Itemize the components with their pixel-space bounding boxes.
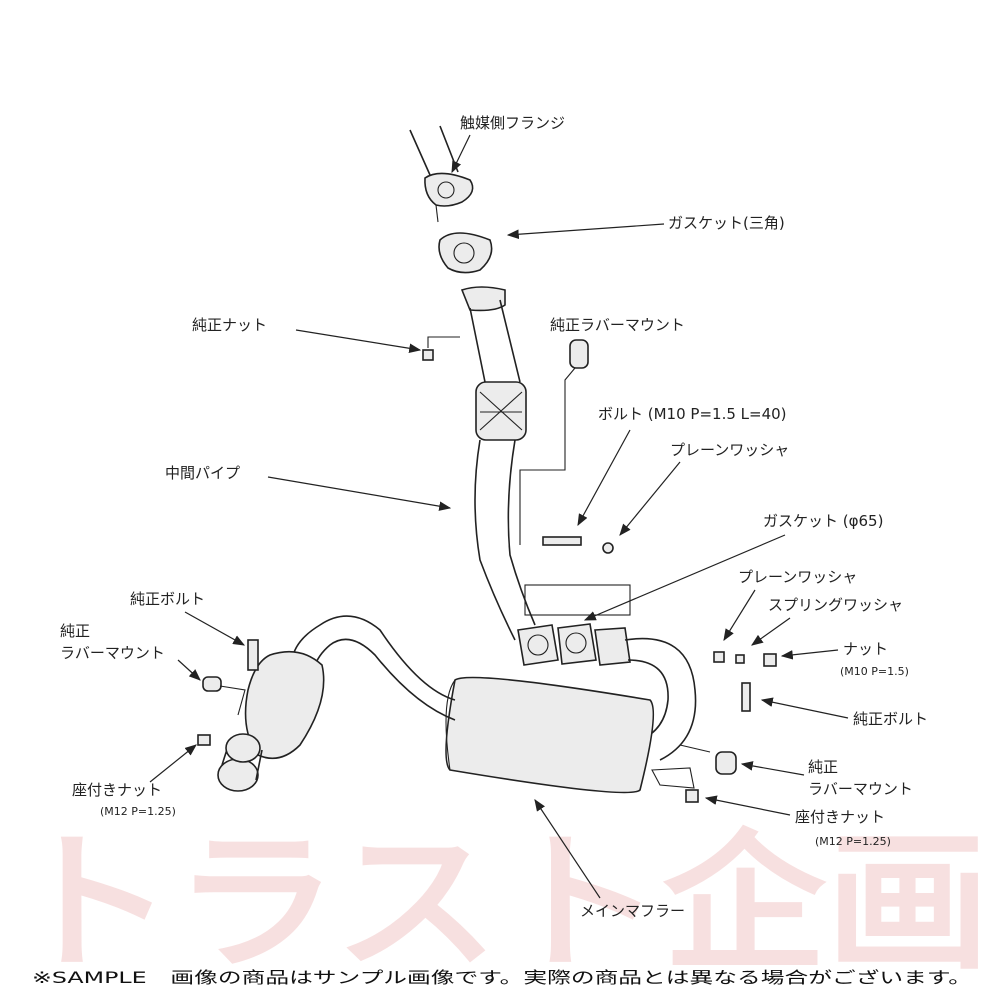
label-plain-washer-2: プレーンワッシャ	[738, 568, 857, 586]
label-main-muffler: メインマフラー	[580, 902, 685, 920]
right-hardware	[651, 651, 777, 803]
plain-washer-part	[602, 542, 614, 554]
label-spring-washer: スプリングワッシャ	[768, 596, 903, 614]
label-oem-rubber-mount-right-1: 純正	[808, 758, 838, 776]
label-oem-nut: 純正ナット	[192, 316, 267, 334]
label-nut-spec: (M10 P=1.5)	[840, 665, 909, 678]
label-plain-washer-1: プレーンワッシャ	[670, 441, 789, 459]
watermark: トラスト企画	[10, 815, 990, 991]
label-gasket-triangle: ガスケット(三角)	[668, 214, 785, 232]
label-oem-bolt-right: 純正ボルト	[853, 710, 928, 728]
label-nut: ナット	[843, 640, 888, 658]
label-seat-nut-right: 座付きナット	[795, 808, 885, 826]
label-oem-rubber-mount-top: 純正ラバーマウント	[550, 316, 685, 334]
center-pipe	[460, 286, 631, 641]
label-oem-rubber-mount-right-2: ラバーマウント	[808, 780, 913, 798]
label-catalyst-flange: 触媒側フランジ	[460, 114, 565, 132]
bolt-part	[542, 536, 582, 546]
label-seat-nut-right-spec: (M12 P=1.25)	[815, 835, 891, 848]
oem-nut-part	[422, 349, 434, 361]
label-seat-nut-left: 座付きナット	[72, 781, 162, 799]
main-muffler	[445, 676, 655, 794]
joint-flanges	[517, 623, 697, 761]
label-bolt: ボルト (M10 P=1.5 L=40)	[598, 405, 787, 423]
label-seat-nut-left-spec: (M12 P=1.25)	[100, 805, 176, 818]
rear-pipe	[217, 615, 456, 792]
left-hardware	[197, 639, 259, 746]
catalyst-flange	[409, 125, 474, 223]
label-center-pipe: 中間パイプ	[165, 464, 240, 482]
footer-note: ※SAMPLE 画像の商品はサンプル画像です。実際の商品とは異なる場合がございま…	[32, 968, 972, 987]
rubber-mount-top	[569, 339, 589, 369]
triangle-gasket	[438, 232, 493, 274]
label-oem-bolt-left: 純正ボルト	[130, 590, 205, 608]
label-oem-rubber-mount-left-2: ラバーマウント	[60, 644, 165, 662]
label-gasket-65: ガスケット (φ65)	[763, 512, 883, 530]
label-oem-rubber-mount-left-1: 純正	[60, 622, 90, 640]
